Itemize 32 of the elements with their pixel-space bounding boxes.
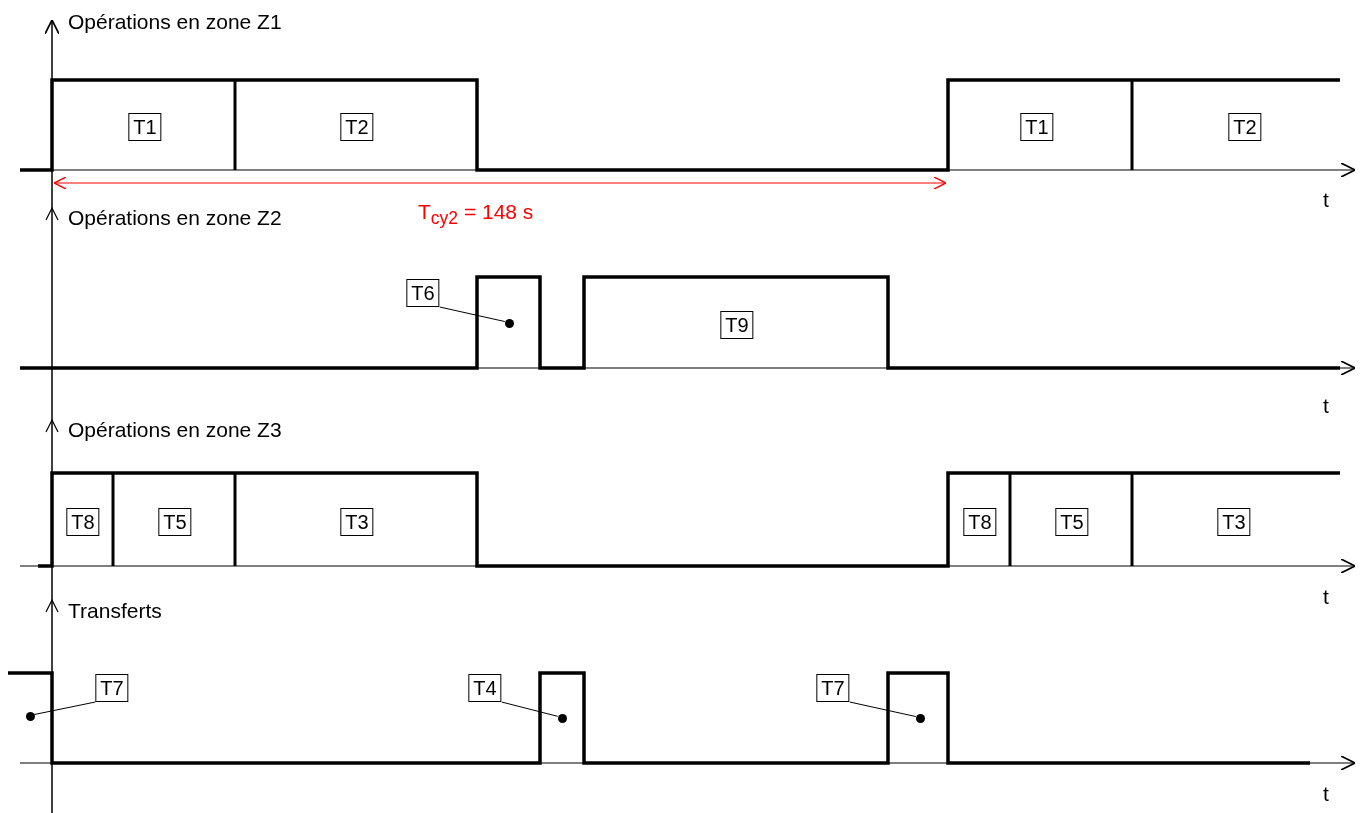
axis-title: Transferts (68, 599, 162, 623)
task-label: T7 (816, 674, 850, 702)
task-label: T6 (406, 279, 440, 307)
leader-line (33, 701, 96, 716)
task-label: T2 (1228, 113, 1262, 141)
dimension-label: T$_{cy2}$ = 148 s (418, 200, 534, 230)
task-label: T9 (720, 311, 754, 339)
axis-title: Opérations en zone Z1 (68, 10, 282, 34)
axis-title: Opérations en zone Z2 (68, 206, 282, 230)
task-label: T8 (963, 508, 997, 536)
marker-dot (25, 711, 35, 721)
axis-label: t (1323, 188, 1329, 212)
task-label: T7 (95, 674, 129, 702)
leader-line (849, 701, 917, 718)
task-label: T8 (66, 508, 100, 536)
task-label: T3 (1217, 508, 1251, 536)
marker-dot (557, 713, 567, 723)
leader-line (439, 306, 506, 322)
axis-title: Opérations en zone Z3 (68, 418, 282, 442)
task-label: T5 (158, 508, 192, 536)
task-label: T1 (1020, 113, 1054, 141)
axis-label: t (1323, 782, 1329, 806)
task-label: T2 (340, 113, 374, 141)
leader-line (501, 701, 559, 717)
task-label: T1 (128, 113, 162, 141)
axis-label: t (1323, 585, 1329, 609)
task-label: T3 (340, 508, 374, 536)
axis-label: t (1323, 394, 1329, 418)
task-label: T4 (468, 674, 502, 702)
marker-dot (504, 318, 514, 328)
marker-dot (915, 713, 925, 723)
task-label: T5 (1055, 508, 1089, 536)
